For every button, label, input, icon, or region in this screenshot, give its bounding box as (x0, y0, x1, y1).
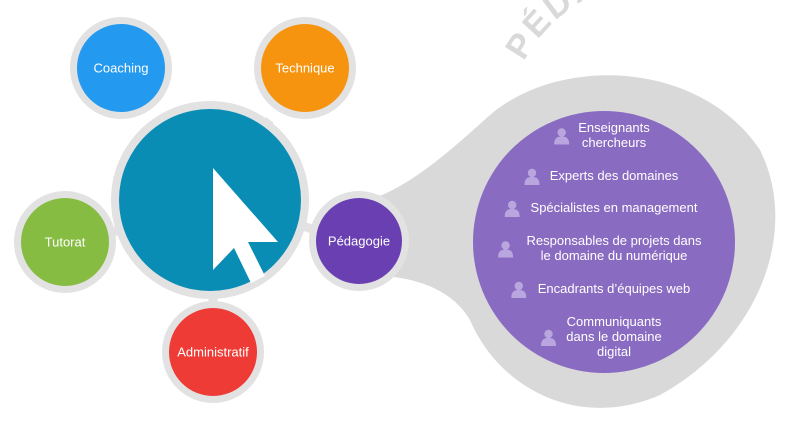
pedagogie-list-item-line: chercheurs (582, 135, 647, 150)
cursor-arrow-icon (213, 168, 278, 283)
pedagogie-list-item-line: Experts des domaines (550, 168, 679, 183)
node-technique-label: Technique (275, 61, 334, 76)
node-tutorat-label: Tutorat (45, 235, 86, 250)
node-technique[interactable]: Technique (254, 17, 356, 119)
pedagogie-list-item-line: Enseignants (578, 120, 650, 135)
pedagogie-list-item: Encadrants d’équipes web (511, 281, 690, 298)
node-tutorat[interactable]: Tutorat (14, 191, 116, 293)
node-coaching[interactable]: Coaching (70, 17, 172, 119)
center-node[interactable] (111, 101, 309, 299)
node-pedagogie[interactable]: Pédagogie (309, 191, 409, 291)
pedagogie-list-item-text: Experts des domaines (550, 168, 679, 183)
node-coaching-label: Coaching (94, 61, 149, 76)
pedagogie-list-item: Spécialistes en management (504, 200, 698, 217)
node-administratif[interactable]: Administratif (162, 301, 264, 403)
pedagogie-list-item-text: Spécialistes en management (531, 200, 698, 215)
pedagogie-panel-title: PÉDAGOGIE (498, 0, 736, 66)
center-node-circle (119, 109, 301, 291)
node-coaching-circle (77, 24, 165, 112)
pedagogie-list-item-line: Encadrants d’équipes web (538, 281, 691, 296)
node-tutorat-circle (21, 198, 109, 286)
pedagogie-panel (473, 111, 735, 373)
node-technique-circle (261, 24, 349, 112)
pedagogie-list-item-line: dans le domaine (566, 329, 661, 344)
pedagogie-list-item-text: Encadrants d’équipes web (538, 281, 691, 296)
node-administratif-label: Administratif (177, 345, 249, 360)
pedagogie-list-item: Experts des domaines (524, 168, 679, 185)
node-administratif-circle (169, 308, 257, 396)
node-pedagogie-circle (316, 198, 402, 284)
node-pedagogie-label: Pédagogie (328, 234, 390, 249)
pedagogie-list-item-line: le domaine du numérique (541, 248, 688, 263)
pedagogie-list-item-line: Communiquants (567, 314, 662, 329)
pedagogie-list-item-line: Spécialistes en management (531, 200, 698, 215)
pedagogie-panel-title-path: PÉDAGOGIE (498, 0, 733, 66)
pedagogie-list-item-line: Responsables de projets dans (527, 233, 702, 248)
pedagogie-list-item-line: digital (597, 344, 631, 359)
